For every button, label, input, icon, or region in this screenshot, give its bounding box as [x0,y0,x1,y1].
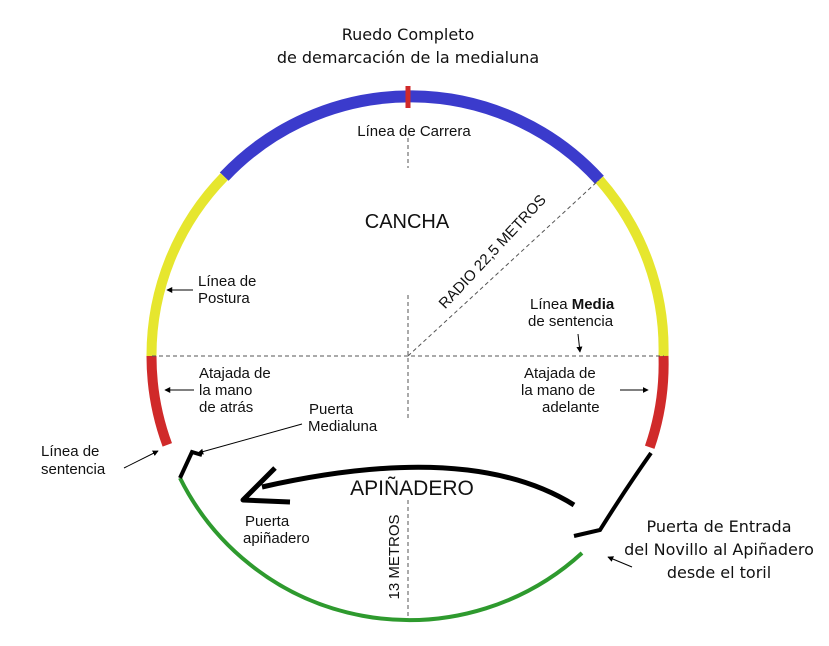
atajada-atras-label-2: la mano [199,382,252,399]
entrada-label-3: desde el toril [667,563,771,582]
media-sentencia-label-2: de sentencia [528,313,614,330]
apinadero-arrow-head [240,466,291,505]
puerta-apinadero-label-2: apiñadero [243,530,310,547]
puerta-medialuna-pointer [197,423,303,455]
linea-sentencia-label-1: Línea de [41,443,99,460]
radius-line [407,179,600,357]
linea-sentencia-label-2: sentencia [41,461,106,478]
title-line-1: Ruedo Completo [342,25,474,44]
media-sentencia-label-1: Línea Media [530,296,615,313]
atajada-atras-label-1: Atajada de [199,365,271,382]
radio-label: RADIO 22,5 METROS [436,192,550,313]
atajada-adelante-label-2: la mano de [521,382,595,399]
linea-de-carrera-label: Línea de Carrera [357,123,471,140]
apinadero-arrow-curve [261,464,576,508]
dashed-guides [152,138,664,616]
cancha-label: CANCHA [365,211,450,233]
apinadero-wall-arc [178,477,584,623]
atajada-mano-adelante-arc [644,355,669,449]
atajada-adelante-label-3: adelante [542,399,600,416]
entrada-label-2: del Novillo al Apiñadero [624,540,814,559]
atajada-atras-label-3: de atrás [199,399,253,416]
puerta-medialuna-label-1: Puerta [309,401,354,418]
linea-de-postura-arc-right [595,176,669,357]
postura-label-2: Postura [198,290,250,307]
postura-label-1: Línea de [198,273,256,290]
linea-de-postura-arc-left [146,173,228,357]
pointer-arrows [123,287,649,568]
entrada-label-1: Puerta de Entrada [646,517,791,536]
media-sentencia-pointer [576,333,583,353]
toril-pointer [607,556,633,568]
title-line-2: de demarcación de la medialuna [277,48,539,67]
apinadero-arrow [240,464,576,508]
arena-ring [146,86,669,623]
media-sentencia-label-1b: Media [572,296,615,313]
linea-sentencia-pointer [123,450,159,469]
atajada-adelante-label-1: Atajada de [524,365,596,382]
puerta-medialuna-gate [178,449,203,479]
media-sentencia-label-1a: Línea [530,296,572,313]
apinadero-label: APIÑADERO [350,476,474,500]
puerta-medialuna-label-2: Medialuna [308,418,378,435]
trece-metros-label: 13 METROS [386,514,403,599]
linea-de-carrera-arc [219,90,604,184]
toril-gate-line [573,451,653,538]
puerta-apinadero-label-1: Puerta [245,513,290,530]
atajada-mano-atras-arc [146,355,173,447]
